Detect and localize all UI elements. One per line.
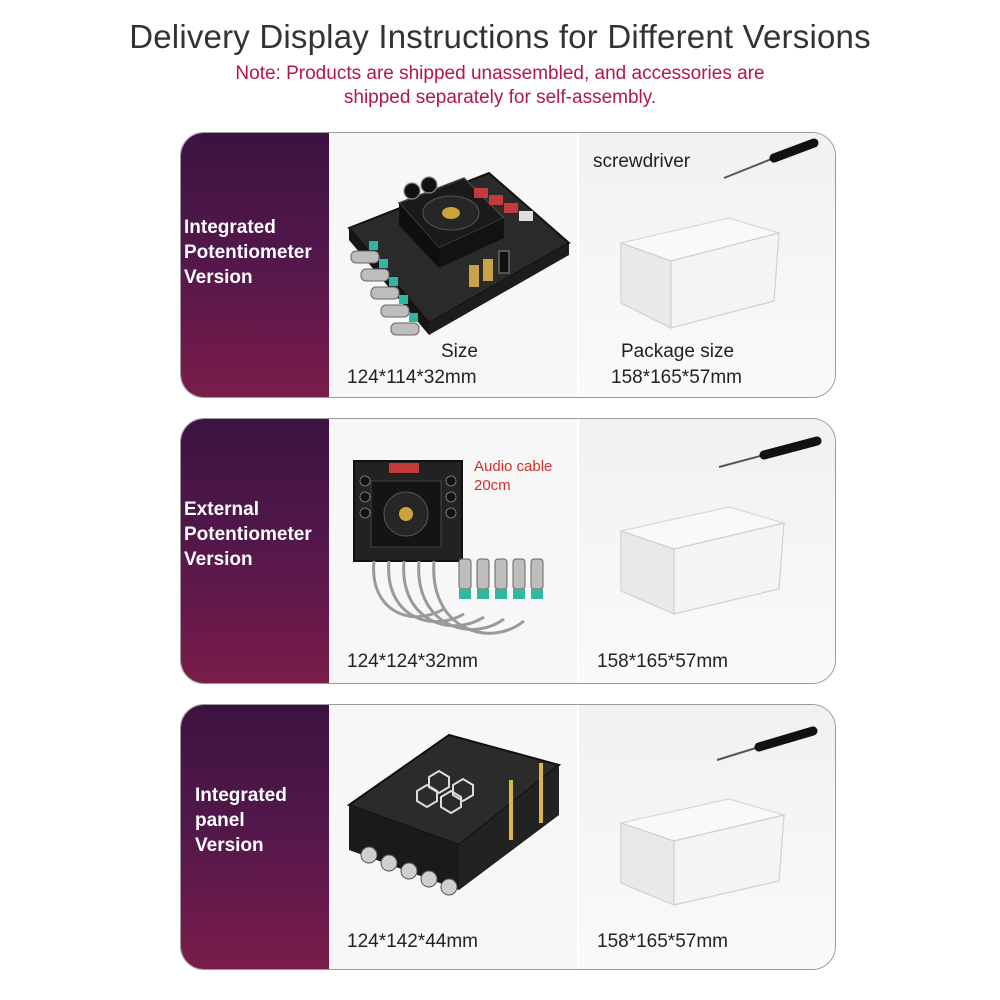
version-side-panel: External Potentiometer Version [181,419,329,683]
version-side-panel: Integrated Potentiometer Version [181,133,329,397]
board-photo-area: Audio cable 20cm 124*124*32mm [329,419,577,683]
version-card-integrated-potentiometer: Integrated Potentiometer Version [180,132,836,398]
version-card-external-potentiometer: External Potentiometer Version [180,418,836,684]
shipping-note-line-2: shipped separately for self-assembly. [343,87,657,108]
package-size: 158*165*57mm [597,651,728,672]
shipping-note-line-1: Note: Products are shipped unassembled, … [235,63,765,84]
package-size: 158*165*57mm [611,367,742,388]
version-name-line-1: External [184,499,259,520]
version-name-line-3: Version [184,267,253,288]
version-name: Integrated Potentiometer Version [184,215,327,290]
page-title: Delivery Display Instructions for Differ… [129,18,871,55]
version-name: External Potentiometer Version [184,497,327,572]
package-image [618,138,819,329]
board-size: 124*142*44mm [347,931,478,952]
version-name-line-1: Integrated [195,785,287,806]
package-size-label: Package size [621,341,735,362]
package-box-icon [618,798,787,906]
package-photo-area: screwdriver Package size 158*165*57mm [579,133,835,397]
package-box-icon [618,217,782,329]
audio-cable-label-line-1: Audio cable [474,458,553,475]
version-name-line-3: Version [195,835,264,856]
screwdriver-icon [718,436,822,468]
shipping-note: Note: Products are shipped unassembled, … [150,62,850,110]
version-side-panel: Integrated panel Version [181,705,329,969]
screwdriver-icon [716,726,818,761]
audio-cable-label: Audio cable 20cm [474,457,552,495]
screwdriver-icon [723,138,819,179]
package-image [618,436,822,615]
board-photo-area: Size 124*114*32mm [329,133,577,397]
audio-cable-label-line-2: 20cm [474,477,511,494]
version-name-line-2: Potentiometer [184,524,312,545]
version-name-line-3: Version [184,549,253,570]
board-size: 124*114*32mm [347,367,477,388]
version-card-integrated-panel: Integrated panel Version [180,704,836,970]
package-box-icon [618,506,787,615]
accessory-label: screwdriver [593,151,691,172]
amplifier-board-image [353,460,544,635]
version-name-line-2: panel [195,810,245,831]
amplifier-board-image [346,733,562,896]
version-name-line-1: Integrated [184,217,276,238]
board-photo-area: 124*142*44mm [329,705,577,969]
board-size: 124*124*32mm [347,651,478,672]
package-image [618,726,818,906]
package-photo-area: 158*165*57mm [579,705,835,969]
size-label: Size [441,341,478,362]
version-name: Integrated panel Version [195,783,327,858]
package-size: 158*165*57mm [597,931,728,952]
version-name-line-2: Potentiometer [184,242,312,263]
amplifier-board-image [347,171,571,336]
package-photo-area: 158*165*57mm [579,419,835,683]
